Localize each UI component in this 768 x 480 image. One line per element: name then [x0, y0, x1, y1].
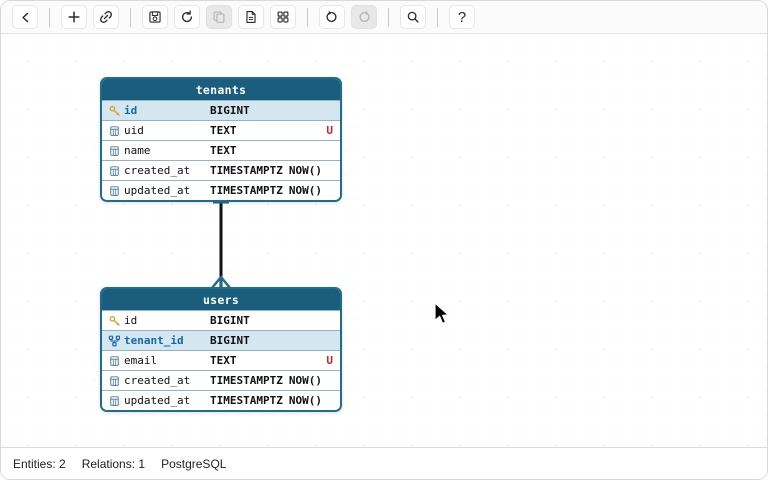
column-type: TIMESTAMPTZ	[210, 184, 283, 197]
chevron-left-icon	[21, 12, 28, 22]
column-type: TIMESTAMPTZ	[210, 374, 283, 387]
copy-icon	[213, 11, 225, 23]
column-default: NOW()	[288, 394, 322, 407]
column-default: NOW()	[288, 374, 322, 387]
undo-button[interactable]	[319, 5, 345, 29]
auto-layout-button[interactable]	[270, 5, 296, 29]
redo-button[interactable]	[351, 5, 377, 29]
column-type: BIGINT	[210, 104, 250, 117]
entity-title: tenants	[102, 79, 340, 100]
add-relation-button[interactable]	[93, 5, 119, 29]
toolbar-separator	[130, 7, 131, 27]
column-name: created_at	[124, 164, 191, 177]
column-type: BIGINT	[210, 334, 250, 347]
entity-users[interactable]: users id BIGINT	[100, 287, 342, 412]
column-name: updated_at	[124, 394, 191, 407]
entity-column-row[interactable]: uid TEXT U	[102, 120, 340, 140]
help-button[interactable]: ?	[449, 5, 475, 29]
entity-column-row[interactable]: id BIGINT	[102, 310, 340, 330]
entity-column-row[interactable]: updated_at TIMESTAMPTZ NOW()	[102, 390, 340, 410]
link-icon	[100, 11, 112, 23]
add-entity-button[interactable]	[61, 5, 87, 29]
column-icon	[105, 355, 124, 367]
column-type: TIMESTAMPTZ	[210, 394, 283, 407]
primary-key-icon	[105, 105, 124, 117]
column-name: email	[124, 354, 158, 367]
column-name: id	[124, 104, 138, 117]
column-type: TEXT	[210, 354, 237, 367]
entity-column-row[interactable]: email TEXT U	[102, 350, 340, 370]
column-icon	[105, 125, 124, 137]
toolbar-separator	[437, 7, 438, 27]
diagram-canvas[interactable]: tenants id BIGINT	[1, 34, 767, 449]
save-icon	[149, 11, 161, 23]
question-mark-icon: ?	[457, 8, 467, 26]
refresh-icon	[181, 10, 193, 23]
toolbar-separator	[49, 7, 50, 27]
column-icon	[105, 145, 124, 157]
copy-button[interactable]	[206, 5, 232, 29]
relation-tenants-users[interactable]	[210, 199, 232, 290]
column-type: BIGINT	[210, 314, 250, 327]
column-default: NOW()	[288, 184, 322, 197]
unique-badge: U	[326, 354, 333, 367]
entity-column-row[interactable]: id BIGINT	[102, 100, 340, 120]
status-bar: Entities: 2 Relations: 1 PostgreSQL	[1, 447, 767, 479]
column-type: TIMESTAMPTZ	[210, 164, 283, 177]
relations-count: Relations: 1	[81, 456, 146, 471]
column-default: NOW()	[288, 164, 322, 177]
mouse-cursor	[434, 302, 449, 324]
column-icon	[105, 375, 124, 387]
column-name: tenant_id	[124, 334, 184, 347]
column-name: uid	[124, 124, 144, 137]
foreign-key-icon	[105, 335, 124, 347]
column-type: TEXT	[210, 144, 237, 157]
sql-dialect: PostgreSQL	[161, 456, 227, 471]
search-button[interactable]	[400, 5, 426, 29]
entity-column-row[interactable]: tenant_id BIGINT	[102, 330, 340, 350]
toolbar-separator	[388, 7, 389, 27]
column-name: created_at	[124, 374, 191, 387]
primary-key-icon	[105, 315, 124, 327]
grid-icon	[277, 11, 289, 23]
undo-icon	[326, 10, 337, 22]
reload-button[interactable]	[174, 5, 200, 29]
back-button[interactable]	[12, 5, 38, 29]
entity-title: users	[102, 289, 340, 310]
column-icon	[105, 395, 124, 407]
export-sql-button[interactable]	[238, 5, 264, 29]
plus-icon	[68, 11, 80, 23]
entity-column-row[interactable]: created_at TIMESTAMPTZ NOW()	[102, 370, 340, 390]
column-name: id	[124, 314, 138, 327]
column-icon	[105, 185, 124, 197]
column-icon	[105, 165, 124, 177]
document-icon	[246, 11, 256, 23]
unique-badge: U	[326, 124, 333, 137]
column-name: name	[124, 144, 151, 157]
toolbar-separator	[307, 7, 308, 27]
toolbar: ?	[1, 1, 767, 34]
entity-column-row[interactable]: updated_at TIMESTAMPTZ NOW()	[102, 180, 340, 200]
save-button[interactable]	[142, 5, 168, 29]
entities-count: Entities: 2	[13, 456, 66, 471]
entity-tenants[interactable]: tenants id BIGINT	[100, 77, 342, 202]
column-name: updated_at	[124, 184, 191, 197]
redo-icon	[359, 10, 370, 22]
entity-column-row[interactable]: name TEXT	[102, 140, 340, 160]
entity-column-row[interactable]: created_at TIMESTAMPTZ NOW()	[102, 160, 340, 180]
column-type: TEXT	[210, 124, 237, 137]
search-icon	[407, 11, 419, 23]
